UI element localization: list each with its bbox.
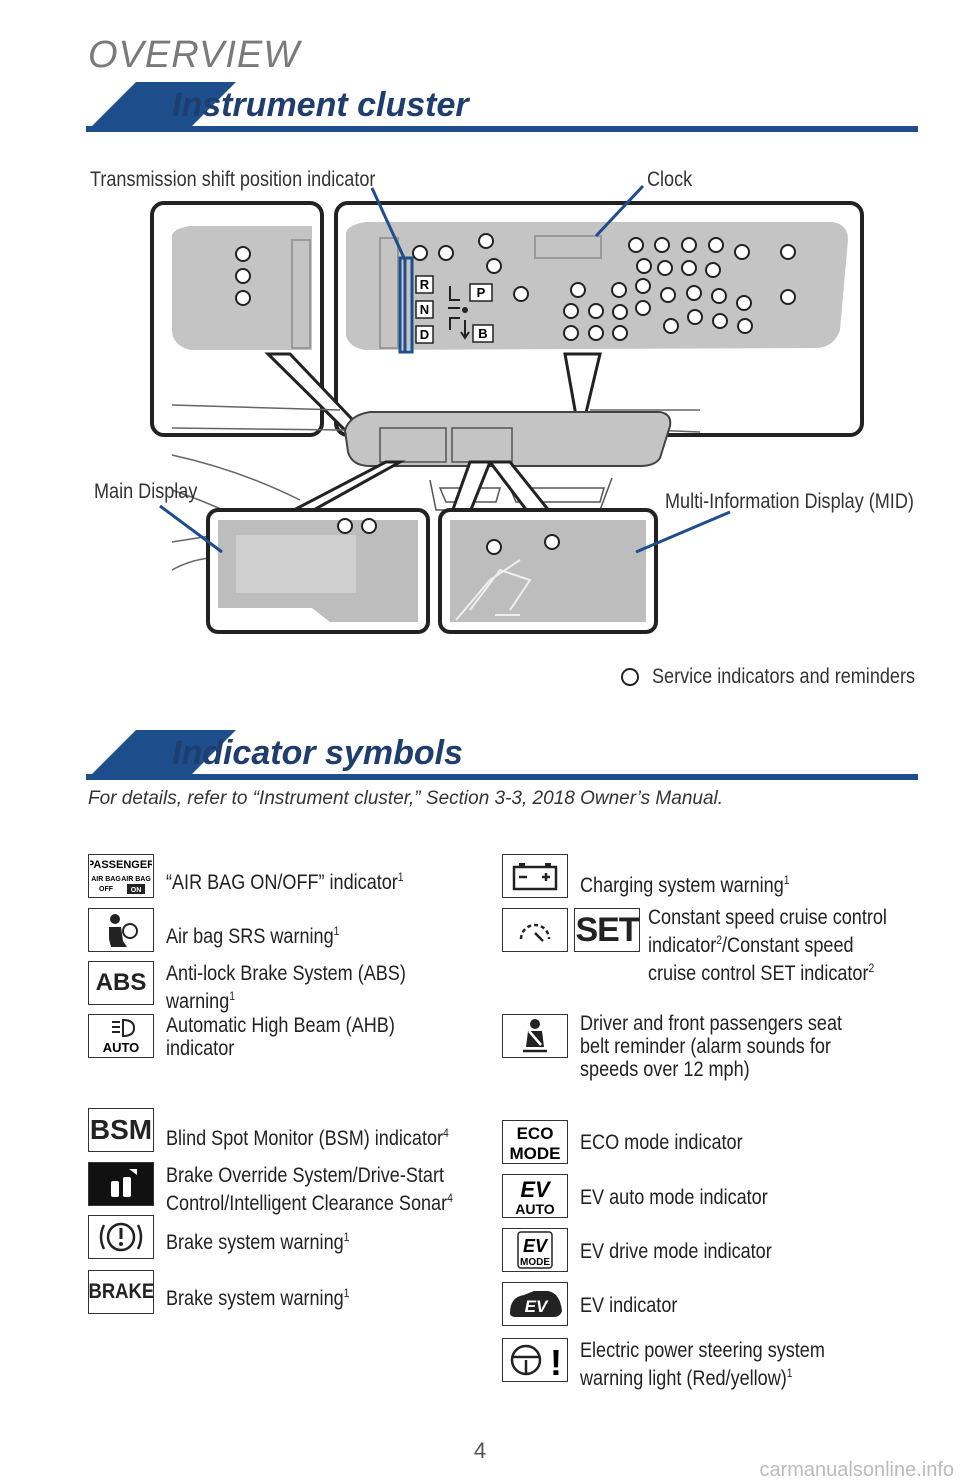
svg-text:AUTO: AUTO: [103, 1040, 140, 1055]
legend-service-indicators: Service indicators and reminders: [652, 665, 915, 688]
service-dots-right: [412, 233, 796, 341]
seatbelt-icon: [502, 1014, 568, 1058]
cruise-set-icon: SET: [574, 908, 640, 952]
service-dots-left: [235, 246, 251, 306]
brake-text-icon: BRAKE: [88, 1270, 154, 1314]
label-eco-mode: ECO mode indicator: [580, 1131, 743, 1154]
svg-text:!: !: [550, 1342, 562, 1381]
label-abs: Anti-lock Brake System (ABS)warning1: [166, 962, 406, 1013]
gear-indicator: R N D P B: [415, 275, 494, 344]
callout-mid: Multi-Information Display (MID): [665, 490, 914, 513]
gear-n: N: [420, 302, 429, 317]
airbag-srs-icon: [88, 908, 154, 952]
label-airbag-on-off: “AIR BAG ON/OFF” indicator1: [166, 870, 404, 894]
gear-p: P: [477, 285, 486, 300]
ev-indicator-icon: EV: [502, 1282, 568, 1326]
label-ev-drive: EV drive mode indicator: [580, 1240, 772, 1263]
abs-icon: ABS: [88, 961, 154, 1005]
svg-text:MODE: MODE: [510, 1144, 561, 1163]
svg-text:AIR BAG: AIR BAG: [91, 876, 121, 883]
label-charging: Charging system warning1: [580, 873, 790, 897]
instrument-cluster-diagram: R N D P B: [150, 184, 864, 686]
label-ev-auto: EV auto mode indicator: [580, 1186, 768, 1209]
label-ahb: Automatic High Beam (AHB)indicator: [166, 1014, 395, 1060]
watermark: carmanualsonline.info: [759, 1459, 954, 1481]
svg-text:AUTO: AUTO: [515, 1201, 555, 1217]
power-steering-warning-icon: !: [502, 1338, 568, 1382]
label-brake-system-1: Brake system warning1: [166, 1230, 350, 1254]
gear-r: R: [420, 277, 430, 292]
eco-mode-icon: ECO MODE: [502, 1120, 568, 1164]
svg-text:PASSENGER: PASSENGER: [90, 859, 152, 871]
section-header-graphic-1: [86, 82, 918, 132]
gear-b: B: [478, 326, 487, 341]
callout-main-display: Main Display: [94, 480, 198, 503]
callout-transmission-shift: Transmission shift position indicator: [90, 168, 376, 191]
section-title-indicator-symbols: Indicator symbols: [172, 734, 463, 772]
ahb-auto-icon: AUTO: [88, 1014, 154, 1058]
svg-text:EV: EV: [523, 1236, 549, 1256]
svg-text:AIR BAG: AIR BAG: [121, 876, 151, 883]
brake-override-icon: [88, 1162, 154, 1206]
svg-text:OFF: OFF: [99, 886, 114, 893]
svg-text:MODE: MODE: [520, 1257, 550, 1268]
label-brake-system-2: Brake system warning1: [166, 1286, 350, 1310]
svg-text:EV: EV: [520, 1177, 552, 1202]
airbag-on-off-icon: PASSENGER AIR BAG OFF AIR BAG ON: [88, 854, 154, 898]
ev-auto-icon: EV AUTO: [502, 1174, 568, 1218]
label-airbag-srs: Air bag SRS warning1: [166, 924, 340, 948]
gear-d: D: [420, 327, 429, 342]
ev-drive-mode-icon: EV MODE: [502, 1228, 568, 1272]
bsm-icon: BSM: [88, 1108, 154, 1152]
section-title-instrument-cluster: Instrument cluster: [172, 86, 469, 124]
svg-text:EV: EV: [525, 1297, 549, 1316]
section-header-graphic-2: [86, 730, 918, 780]
brake-warning-circle-icon: [88, 1215, 154, 1259]
cruise-control-icon: [502, 908, 568, 952]
label-ev-indicator: EV indicator: [580, 1294, 678, 1317]
battery-icon: [502, 854, 568, 898]
svg-text:ECO: ECO: [517, 1124, 554, 1143]
label-bsm: Blind Spot Monitor (BSM) indicator4: [166, 1126, 449, 1150]
section-label: OVERVIEW: [88, 34, 301, 76]
reference-note: For details, refer to “Instrument cluste…: [88, 788, 724, 809]
page-number: 4: [473, 1438, 487, 1463]
svg-text:ON: ON: [131, 887, 142, 894]
callout-clock: Clock: [647, 168, 693, 191]
